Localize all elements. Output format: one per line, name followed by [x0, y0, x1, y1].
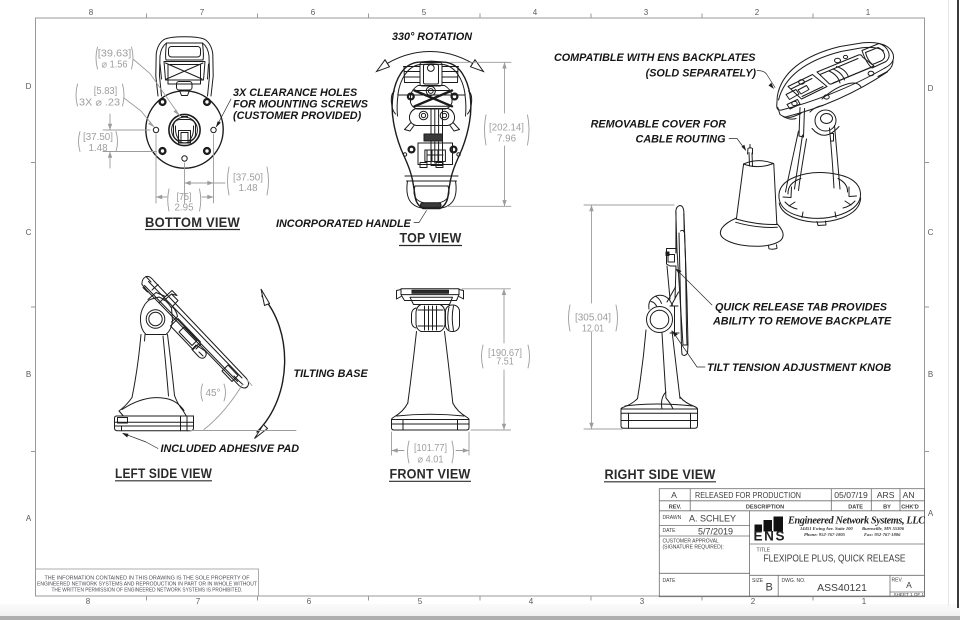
svg-text:D: D — [928, 84, 934, 93]
svg-text:DWG. NO.: DWG. NO. — [782, 578, 806, 584]
svg-text:DATE: DATE — [663, 578, 677, 584]
svg-text:2.95: 2.95 — [175, 203, 194, 214]
svg-text:4: 4 — [529, 597, 534, 606]
svg-text:12.01: 12.01 — [582, 324, 604, 335]
svg-text:Engineered Network Systems, LL: Engineered Network Systems, LLC — [787, 516, 925, 527]
svg-text:REV.: REV. — [669, 505, 682, 511]
svg-text:3X ⌀ .23: 3X ⌀ .23 — [79, 98, 120, 109]
svg-text:CUSTOMER APPROVAL: CUSTOMER APPROVAL — [663, 539, 719, 545]
svg-text:2: 2 — [751, 597, 756, 606]
svg-text:3X CLEARANCE HOLES: 3X CLEARANCE HOLES — [233, 87, 358, 99]
svg-text:⌀ 1.56: ⌀ 1.56 — [102, 60, 128, 71]
svg-text:[5.83]: [5.83] — [94, 86, 118, 97]
svg-text:TILTING BASE: TILTING BASE — [294, 368, 369, 380]
svg-text:4: 4 — [533, 8, 538, 17]
svg-text:(CUSTOMER PROVIDED): (CUSTOMER PROVIDED) — [233, 110, 362, 122]
svg-text:[190.67]: [190.67] — [488, 348, 522, 359]
svg-text:6: 6 — [311, 8, 316, 17]
svg-text:8: 8 — [89, 8, 94, 17]
svg-text:INCORPORATED HANDLE: INCORPORATED HANDLE — [276, 218, 412, 230]
svg-text:1: 1 — [862, 597, 867, 606]
svg-text:1.48: 1.48 — [239, 183, 258, 194]
svg-text:LEFT SIDE VIEW: LEFT SIDE VIEW — [115, 466, 212, 481]
svg-text:ARS: ARS — [877, 490, 895, 500]
svg-text:COMPATIBLE WITH ENS BACKPLATES: COMPATIBLE WITH ENS BACKPLATES — [554, 52, 756, 64]
svg-text:ABILITY TO REMOVE BACKPLATE: ABILITY TO REMOVE BACKPLATE — [712, 316, 892, 328]
svg-text:INCLUDED ADHESIVE PAD: INCLUDED ADHESIVE PAD — [161, 443, 300, 455]
svg-text:Phone: 952-767-1805: Phone: 952-767-1805 — [804, 532, 846, 537]
svg-text:Burnsville, MN 55306: Burnsville, MN 55306 — [861, 526, 905, 531]
svg-text:1: 1 — [866, 8, 871, 17]
svg-text:[305.04]: [305.04] — [575, 313, 611, 324]
svg-text:A: A — [906, 580, 912, 590]
svg-text:C: C — [26, 228, 32, 237]
svg-text:CABLE ROUTING: CABLE ROUTING — [636, 134, 727, 146]
svg-text:14451 Ewing Ave. Suite 100: 14451 Ewing Ave. Suite 100 — [800, 526, 853, 531]
svg-text:SIZE: SIZE — [752, 578, 764, 584]
svg-text:C: C — [928, 228, 934, 237]
svg-text:TILT TENSION ADJUSTMENT KNOB: TILT TENSION ADJUSTMENT KNOB — [707, 362, 891, 374]
svg-text:RELEASED FOR PRODUCTION: RELEASED FOR PRODUCTION — [695, 490, 801, 500]
svg-text:5: 5 — [422, 8, 427, 17]
svg-text:B: B — [26, 370, 31, 379]
svg-text:REMOVABLE COVER FOR: REMOVABLE COVER FOR — [591, 119, 727, 131]
svg-text:7.96: 7.96 — [497, 134, 516, 145]
svg-text:7.51: 7.51 — [496, 357, 514, 368]
svg-text:A: A — [928, 509, 934, 518]
svg-text:05/07/19: 05/07/19 — [834, 490, 868, 500]
svg-text:(SOLD SEPARATELY): (SOLD SEPARATELY) — [646, 68, 757, 80]
svg-text:ASS40121: ASS40121 — [817, 583, 867, 594]
svg-text:[75]: [75] — [177, 192, 192, 203]
svg-text:2: 2 — [755, 8, 760, 17]
svg-text:AN: AN — [903, 490, 915, 500]
svg-text:DATE: DATE — [663, 528, 677, 534]
svg-text:45°: 45° — [205, 388, 220, 399]
svg-text:3: 3 — [640, 597, 645, 606]
svg-text:6: 6 — [307, 597, 312, 606]
svg-text:TOP VIEW: TOP VIEW — [400, 231, 462, 246]
svg-text:CHK'D: CHK'D — [901, 505, 919, 511]
svg-text:(SIGNATURE REQUIRED):: (SIGNATURE REQUIRED): — [663, 545, 724, 551]
svg-text:SHEET 1 OF 1: SHEET 1 OF 1 — [894, 592, 925, 597]
svg-text:[37.50]: [37.50] — [83, 132, 113, 143]
svg-text:[39.63]: [39.63] — [98, 49, 132, 60]
svg-text:RIGHT SIDE VIEW: RIGHT SIDE VIEW — [605, 467, 716, 482]
svg-text:D: D — [26, 82, 32, 91]
svg-text:B: B — [766, 582, 773, 594]
svg-text:BOTTOM VIEW: BOTTOM VIEW — [145, 215, 240, 230]
svg-text:DRAWN: DRAWN — [663, 515, 682, 521]
svg-text:⌀ 4.01: ⌀ 4.01 — [418, 455, 444, 466]
svg-text:A: A — [26, 514, 32, 523]
svg-text:FOR MOUNTING SCREWS: FOR MOUNTING SCREWS — [233, 99, 369, 111]
svg-text:1.48: 1.48 — [89, 143, 108, 154]
svg-text:8: 8 — [86, 597, 91, 606]
svg-text:BY: BY — [883, 505, 891, 511]
svg-text:[202.14]: [202.14] — [489, 123, 524, 134]
svg-text:A. SCHLEY: A. SCHLEY — [689, 514, 736, 524]
svg-text:B: B — [928, 370, 933, 379]
svg-text:QUICK RELEASE TAB PROVIDES: QUICK RELEASE TAB PROVIDES — [715, 302, 888, 314]
svg-text:7: 7 — [196, 597, 201, 606]
svg-text:DATE: DATE — [848, 505, 863, 511]
svg-text:5: 5 — [418, 597, 423, 606]
svg-text:TITLE: TITLE — [757, 548, 771, 554]
svg-text:Fax: 952-767-1806: Fax: 952-767-1806 — [864, 532, 901, 537]
svg-text:FRONT VIEW: FRONT VIEW — [390, 467, 471, 482]
svg-text:7: 7 — [200, 8, 205, 17]
svg-text:DESCRIPTION: DESCRIPTION — [746, 505, 784, 511]
svg-text:ENS: ENS — [754, 529, 785, 544]
svg-text:5/7/2019: 5/7/2019 — [698, 527, 733, 537]
svg-text:[37.50]: [37.50] — [233, 173, 263, 184]
svg-text:A: A — [671, 490, 677, 500]
svg-text:ENGINEERED NETWORK SYSTEMS AND: ENGINEERED NETWORK SYSTEMS AND REPRODUCT… — [37, 582, 258, 588]
svg-text:330° ROTATION: 330° ROTATION — [392, 31, 472, 43]
svg-text:REV.: REV. — [892, 578, 903, 584]
svg-text:THE WRITTEN PERMISSION OF ENGI: THE WRITTEN PERMISSION OF ENGINEERED NET… — [52, 588, 243, 594]
svg-text:3: 3 — [644, 8, 649, 17]
svg-text:[101.77]: [101.77] — [414, 443, 447, 454]
svg-text:THE INFORMATION CONTAINED I: THE INFORMATION CONTAINED IN THIS DRAWIN… — [45, 576, 251, 582]
svg-text:FLEXIPOLE PLUS, QUICK RELEASE: FLEXIPOLE PLUS, QUICK RELEASE — [764, 554, 906, 565]
